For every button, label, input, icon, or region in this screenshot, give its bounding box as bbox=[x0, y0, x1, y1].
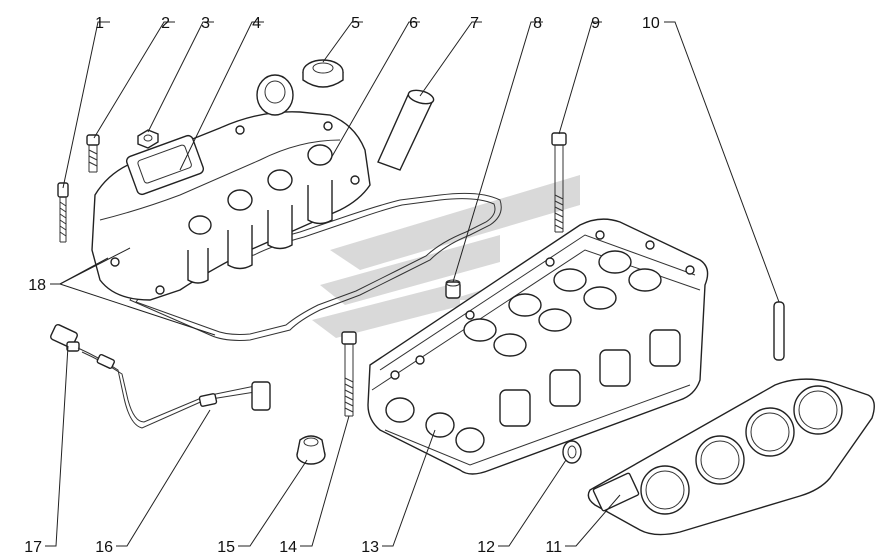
callout-16: 16 bbox=[95, 539, 113, 556]
cylinder-head-part-13 bbox=[367, 218, 709, 475]
wire-harness-part-16 bbox=[77, 347, 271, 429]
callout-6: 6 bbox=[409, 15, 418, 32]
leader-lines bbox=[45, 21, 780, 547]
filler-cap-part-5 bbox=[302, 59, 344, 88]
callout-1: 1 bbox=[95, 15, 104, 32]
head-holes bbox=[390, 230, 695, 380]
sensor-part-17 bbox=[50, 323, 80, 352]
callout-3: 3 bbox=[201, 15, 210, 32]
sleeve-part-7 bbox=[377, 89, 435, 171]
callout-11: 11 bbox=[545, 539, 562, 556]
callout-12: 12 bbox=[477, 539, 495, 556]
callout-9: 9 bbox=[591, 15, 600, 32]
callout-7: 7 bbox=[470, 15, 479, 32]
head-gasket-part-11 bbox=[587, 378, 875, 536]
cam-journals bbox=[463, 250, 662, 357]
plug-part-15 bbox=[296, 435, 326, 465]
head-ports bbox=[385, 329, 681, 453]
callout-5: 5 bbox=[351, 15, 360, 32]
washer-part-12 bbox=[562, 440, 582, 464]
callout-15: 15 bbox=[217, 539, 235, 556]
callout-13: 13 bbox=[361, 539, 379, 556]
callout-labels: 1 2 3 4 5 6 7 8 9 10 11 12 13 14 15 16 1… bbox=[24, 15, 660, 556]
bolt-part-2 bbox=[86, 134, 100, 173]
callout-4: 4 bbox=[252, 15, 261, 32]
callout-14: 14 bbox=[279, 539, 297, 556]
dowel-pin-part-10 bbox=[773, 301, 785, 361]
callout-2: 2 bbox=[161, 15, 170, 32]
nut-part-3 bbox=[137, 129, 159, 149]
callout-18: 18 bbox=[28, 277, 46, 294]
callout-8: 8 bbox=[533, 15, 542, 32]
cover-bosses bbox=[187, 144, 333, 284]
bolt-part-1 bbox=[57, 182, 69, 243]
bolt-part-14 bbox=[341, 331, 357, 417]
callout-10: 10 bbox=[642, 15, 660, 32]
callout-17: 17 bbox=[24, 539, 42, 556]
valve-seal-part-8 bbox=[445, 279, 461, 299]
valve-cover-part-4 bbox=[91, 74, 371, 301]
